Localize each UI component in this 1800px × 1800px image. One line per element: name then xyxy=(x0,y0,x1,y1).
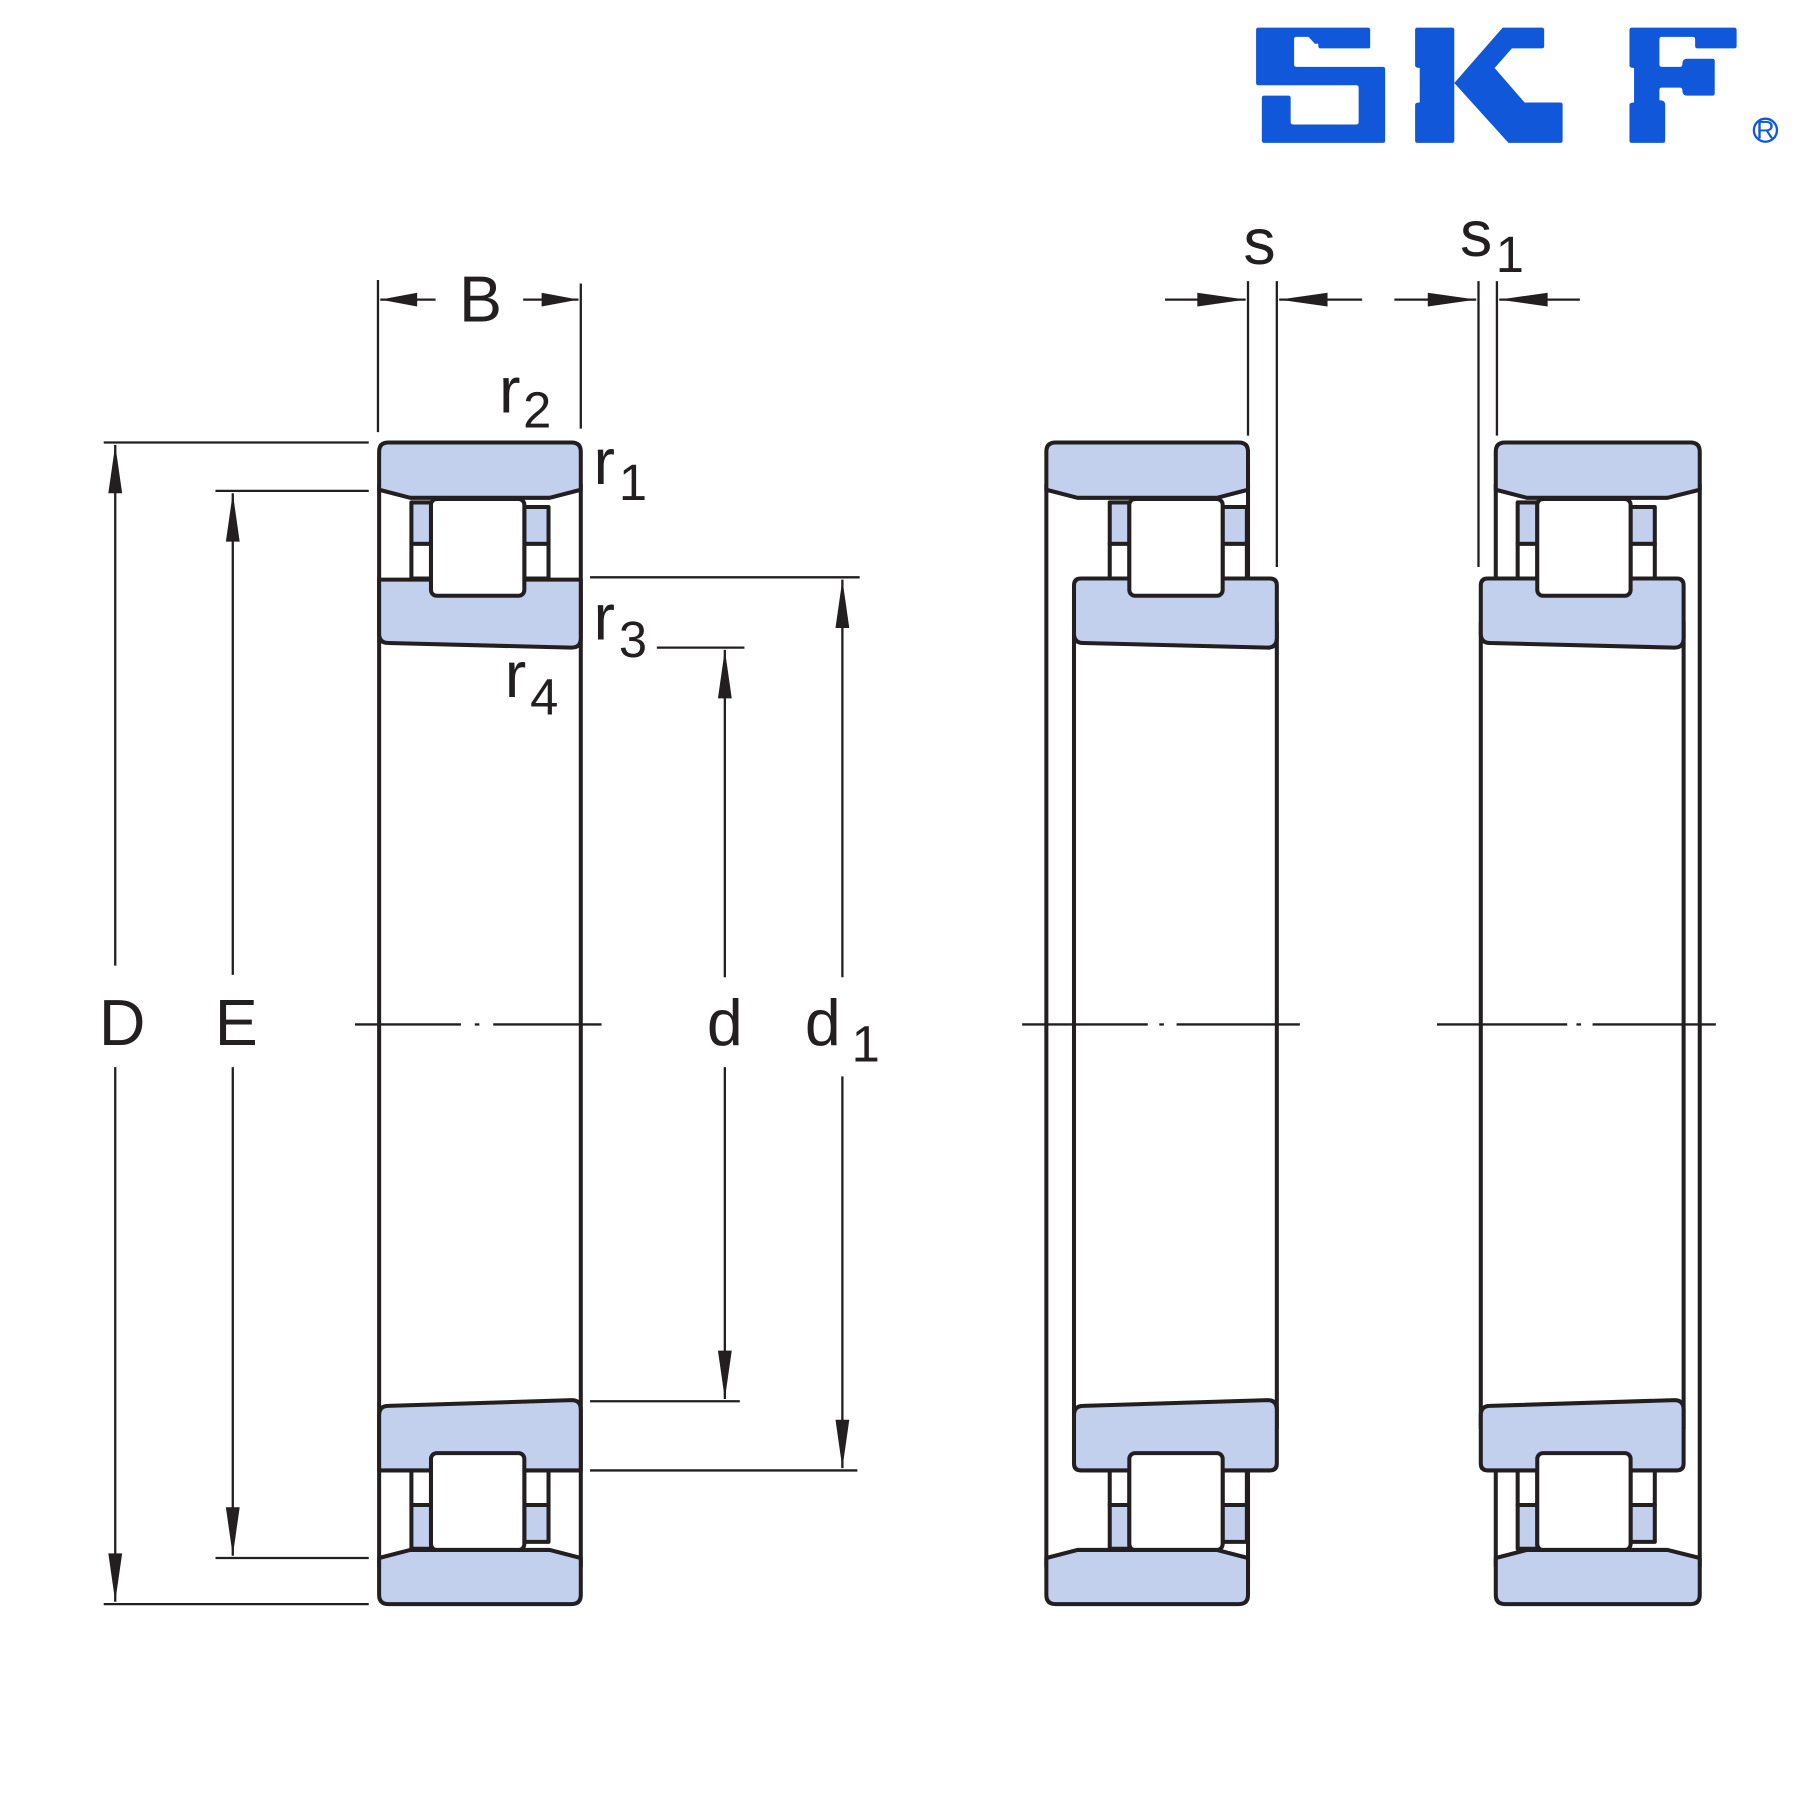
svg-text:r: r xyxy=(593,426,614,498)
svg-text:4: 4 xyxy=(530,668,558,725)
dimension-E: E xyxy=(215,489,369,1560)
label-r4: r 4 xyxy=(505,639,559,725)
axial-displacement-s1-view: s 1 xyxy=(1394,198,1716,1607)
inner-ring-bottom xyxy=(377,1398,583,1473)
outer-ring-bottom-s1 xyxy=(1493,1547,1702,1607)
roller-bottom-s1 xyxy=(1535,1451,1633,1552)
svg-text:1: 1 xyxy=(1496,226,1524,283)
label-d: d xyxy=(707,987,743,1059)
registered-mark: R xyxy=(1756,116,1774,144)
dimension-s: s xyxy=(1165,206,1363,567)
bottom-section xyxy=(377,1398,583,1607)
label-B: B xyxy=(459,264,502,336)
label-d1: d xyxy=(805,987,841,1059)
inner-ring-top-s1 xyxy=(1478,576,1686,650)
svg-text:r: r xyxy=(499,355,520,427)
logo-letter-k xyxy=(1415,27,1563,143)
roller-top-s1 xyxy=(1535,496,1633,598)
logo-letter-f xyxy=(1629,27,1737,143)
registered-mark-circle xyxy=(1752,117,1779,143)
logo-letter-s-shape xyxy=(1256,27,1386,143)
dimension-s1: s 1 xyxy=(1394,198,1580,567)
roller-top xyxy=(428,496,527,598)
main-section-view: B r 2 r 1 r 3 r 4 D xyxy=(99,264,880,1607)
dimension-d1: d 1 xyxy=(590,576,880,1472)
top-section xyxy=(377,440,583,650)
roller-bottom-s xyxy=(1127,1451,1225,1552)
svg-text:2: 2 xyxy=(523,382,551,439)
label-r3: r 3 xyxy=(593,582,647,668)
inner-ring-bottom-s1 xyxy=(1478,1398,1686,1473)
axial-displacement-s-view: s xyxy=(1022,206,1363,1607)
inner-ring-top xyxy=(377,577,583,650)
label-r2: r 2 xyxy=(499,355,551,439)
inner-ring-top-s xyxy=(1071,576,1279,650)
label-s: s xyxy=(1243,206,1275,278)
dimension-d: d xyxy=(590,646,745,1403)
outer-ring-bottom-s xyxy=(1044,1547,1251,1607)
svg-text:r: r xyxy=(505,639,526,711)
inner-ring-bottom-s xyxy=(1071,1398,1279,1473)
outer-ring-top-s1 xyxy=(1493,440,1702,500)
svg-text:3: 3 xyxy=(619,611,647,668)
label-D: D xyxy=(99,987,146,1059)
outer-ring-top-s xyxy=(1044,440,1251,500)
label-s1: s xyxy=(1460,198,1492,270)
dimension-D: D xyxy=(99,441,369,1606)
svg-text:1: 1 xyxy=(852,1015,880,1072)
roller-top-s xyxy=(1127,496,1225,598)
outer-ring-top xyxy=(377,440,583,500)
roller-bottom xyxy=(428,1451,527,1552)
skf-logo: R xyxy=(1256,27,1779,144)
dimension-B: B xyxy=(376,264,582,433)
label-r1: r 1 xyxy=(593,426,647,511)
label-E: E xyxy=(215,987,258,1059)
svg-text:1: 1 xyxy=(619,454,647,511)
outer-ring-bottom xyxy=(377,1547,583,1607)
svg-text:r: r xyxy=(593,582,614,654)
